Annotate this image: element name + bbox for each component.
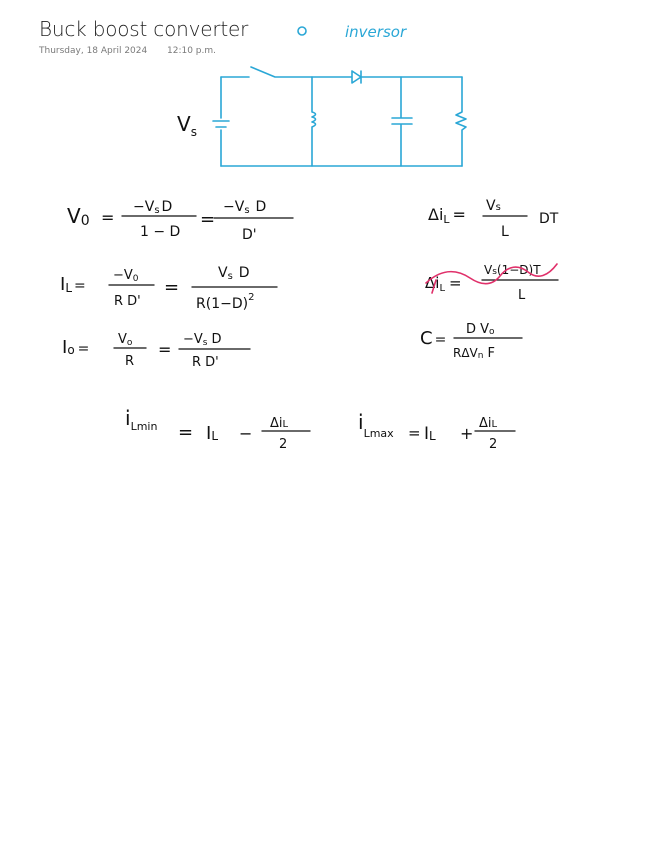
svg-text:2: 2 (489, 437, 497, 452)
svg-text:=: = (200, 209, 215, 230)
equation-delta-il-struck: ΔiL= Vs(1−D)T L (425, 263, 559, 303)
svg-text:ΔiL=: ΔiL= (428, 205, 466, 226)
svg-text:−VsD: −VsD (183, 332, 222, 348)
switch-icon (220, 66, 313, 78)
svg-text:IL: IL (206, 423, 218, 444)
svg-text:iLmax: iLmax (358, 410, 394, 440)
svg-text:L: L (501, 224, 509, 240)
equation-il-max: iLmax = IL + ΔiL 2 (358, 410, 516, 452)
equation-il-min: iLmin = IL − ΔiL 2 (125, 406, 311, 452)
svg-text:D': D' (242, 227, 257, 243)
bullet-circle-icon (297, 26, 307, 36)
strikethrough-scribble (425, 263, 558, 294)
svg-text:iLmin: iLmin (125, 406, 157, 433)
inductor-icon (311, 76, 317, 167)
svg-text:=: = (101, 208, 114, 227)
svg-text:R D': R D' (192, 355, 219, 370)
page-title: Buck boost converter (39, 17, 249, 41)
circuit-diagram: Vs (177, 66, 467, 167)
svg-text:+: + (460, 424, 473, 443)
resistor-icon (455, 76, 467, 167)
page-time: 12:10 p.m. (167, 46, 216, 56)
svg-text:Io=: Io= (62, 337, 89, 358)
svg-text:ΔiL: ΔiL (270, 416, 289, 431)
svg-text:VsD: VsD (218, 265, 250, 282)
svg-text:D Vo: D Vo (466, 322, 495, 337)
svg-text:R D': R D' (114, 294, 141, 309)
svg-text:Vs: Vs (486, 198, 501, 214)
svg-text:−VsD: −VsD (223, 199, 266, 216)
svg-text:−VsD: −VsD (133, 199, 172, 216)
svg-text:=: = (408, 424, 421, 442)
svg-text:−V0: −V0 (113, 268, 139, 284)
svg-text:R: R (125, 354, 134, 369)
svg-text:ΔiL=: ΔiL= (425, 274, 462, 294)
svg-text:ΔiL: ΔiL (479, 416, 498, 431)
source-label: Vs (177, 112, 197, 139)
annotation: inversor (297, 23, 407, 41)
capacitor-icon (391, 76, 413, 167)
battery-icon (212, 76, 230, 167)
equation-delta-il: ΔiL= Vs L DT (428, 198, 559, 240)
svg-text:IL: IL (424, 424, 436, 444)
svg-text:C=: C= (420, 328, 446, 349)
svg-text:L: L (518, 288, 526, 303)
svg-text:R(1−D)2: R(1−D)2 (196, 292, 254, 312)
svg-text:V0: V0 (67, 204, 90, 229)
svg-text:=: = (178, 422, 193, 443)
svg-text:DT: DT (539, 211, 559, 227)
svg-text:IL=: IL= (60, 274, 86, 295)
svg-text:1 − D: 1 − D (140, 224, 180, 240)
inversor-note: inversor (345, 23, 407, 41)
svg-text:=: = (164, 277, 179, 298)
page-date: Thursday, 18 April 2024 (39, 46, 148, 56)
svg-text:Vo: Vo (118, 332, 133, 348)
diode-icon (311, 70, 463, 84)
svg-text:−: − (239, 424, 252, 443)
svg-text:2: 2 (279, 437, 287, 452)
svg-text:=: = (158, 340, 171, 359)
